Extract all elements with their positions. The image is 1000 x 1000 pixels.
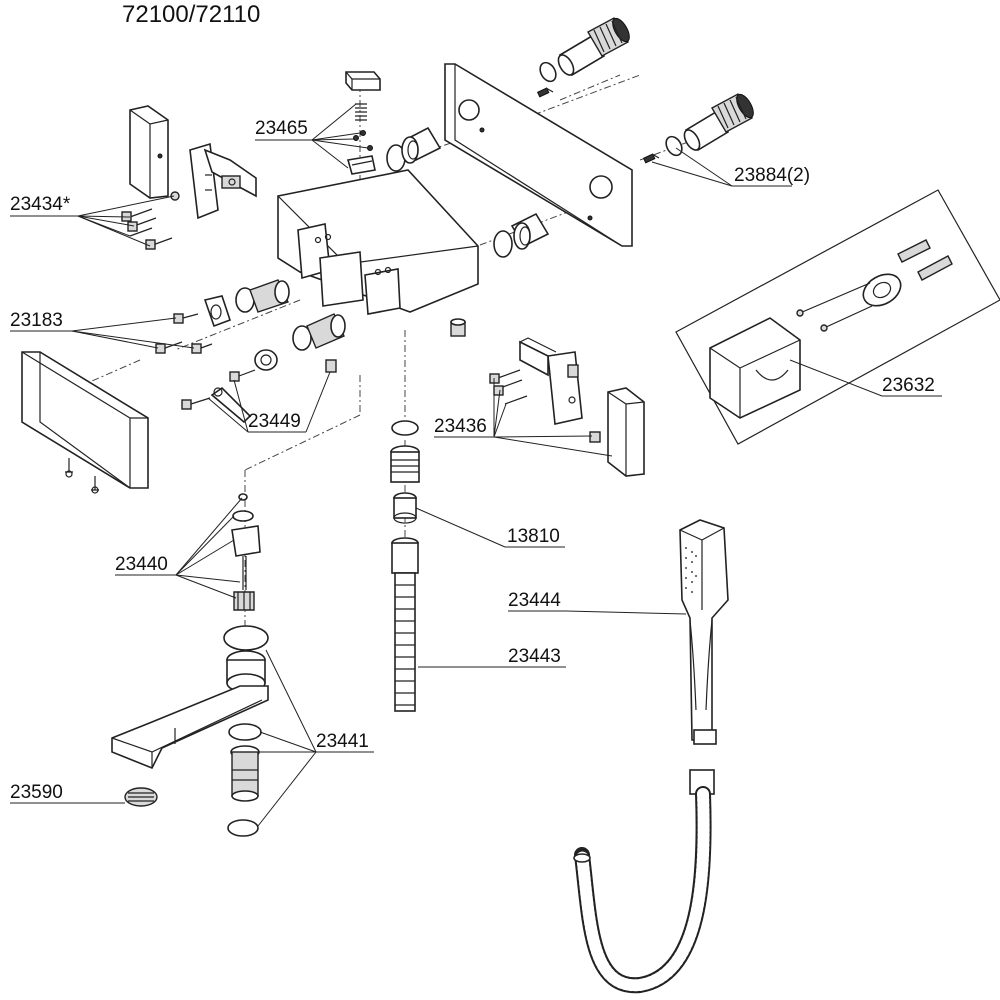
label-13810: 13810 — [507, 526, 560, 547]
label-23449: 23449 — [248, 411, 301, 432]
small-nut — [450, 318, 466, 337]
part-23632 — [675, 189, 1000, 445]
part-23440 — [231, 493, 261, 611]
plate-screws — [536, 87, 660, 164]
flexible-hose — [573, 769, 715, 994]
inlet-connectors — [539, 17, 754, 157]
label-23444: 23444 — [508, 590, 561, 611]
label-23443: 23443 — [508, 646, 561, 667]
label-23632: 23632 — [882, 375, 935, 396]
label-23434: 23434* — [10, 194, 71, 215]
label-23440: 23440 — [115, 554, 168, 575]
label-23884: 23884(2) — [734, 165, 810, 186]
part-23436 — [489, 337, 645, 477]
back-plate — [444, 63, 633, 247]
front-cover — [21, 351, 149, 494]
part-23183 — [155, 279, 346, 354]
diagram-title: 72100/72110 — [122, 1, 260, 28]
callouts: 23465 23434* 23884(2) 23183 23632 23449 — [10, 103, 942, 827]
label-23183: 23183 — [10, 310, 63, 331]
part-23449 — [181, 349, 337, 424]
part-23443 — [391, 537, 419, 712]
part-23434 — [121, 105, 257, 250]
label-23436: 23436 — [434, 416, 487, 437]
label-23590: 23590 — [10, 782, 63, 803]
part-23444 — [679, 519, 729, 745]
middle-cartridges — [386, 126, 550, 258]
spout-assembly — [111, 625, 269, 837]
label-23441: 23441 — [316, 731, 369, 752]
label-23465: 23465 — [255, 118, 308, 139]
valve-body — [277, 169, 479, 315]
part-13810 — [390, 420, 420, 524]
